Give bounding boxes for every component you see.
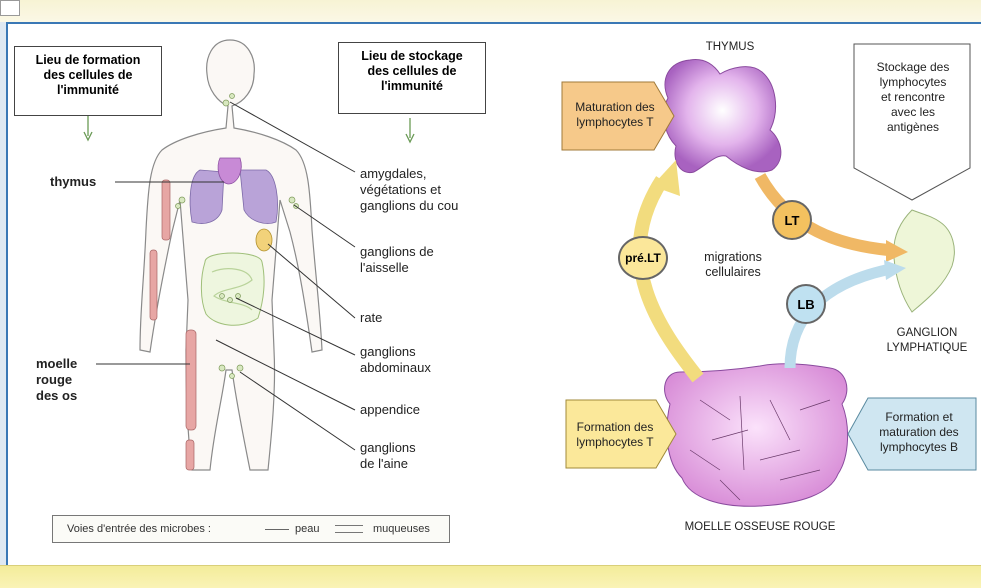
aine-label: ganglions de l'aine [360,440,416,472]
marrow-shape [665,364,848,506]
appendice-label: appendice [360,402,420,418]
left-lung [190,170,224,224]
formation-t-label: Formation des lymphocytes T [566,420,664,450]
lb-circle: LB [786,284,826,324]
rate-label: rate [360,310,382,326]
thymus-shape [664,60,781,173]
legend-line-muqueuses [335,525,363,533]
amygdales-label: amygdales, végétations et ganglions du c… [360,166,458,214]
thymus-title: THYMUS [700,40,760,55]
storage-box: Lieu de stockage des cellules de l'immun… [338,42,486,114]
spleen [256,229,272,251]
legend-prefix: Voies d'entrée des microbes : [67,523,211,535]
maturation-t-text: Maturation des lymphocytes T [575,100,654,129]
maturation-t-label: Maturation des lymphocytes T [566,100,664,130]
formation-b-label: Formation et maturation des lymphocytes … [862,410,976,455]
legend-line-peau [265,529,289,530]
thymus-label: thymus [50,174,96,190]
ganglion-shape [894,210,955,312]
top-banner [0,0,981,24]
legend-peau: peau [295,523,319,535]
moelle-label: moelle rouge des os [36,356,77,404]
moelle-title: MOELLE OSSEUSE ROUGE [660,520,860,535]
legend-box: Voies d'entrée des microbes : peau muque… [52,515,450,543]
stockage-label: Stockage des lymphocytes et rencontre av… [858,60,968,135]
corner-tab [0,0,20,16]
ganglion-label: GANGLION LYMPHATIQUE [872,326,981,356]
formation-box: Lieu de formation des cellules de l'immu… [14,46,162,116]
bottom-banner [0,565,981,588]
legend-muqueuses: muqueuses [373,523,430,535]
migrations-label: migrations cellulaires [688,250,778,280]
lt-circle: LT [772,200,812,240]
intestines [201,253,264,325]
abdominaux-label: ganglions abdominaux [360,344,431,376]
pre-lt-circle: pré.LT [618,236,668,280]
aisselle-label: ganglions de l'aisselle [360,244,434,276]
